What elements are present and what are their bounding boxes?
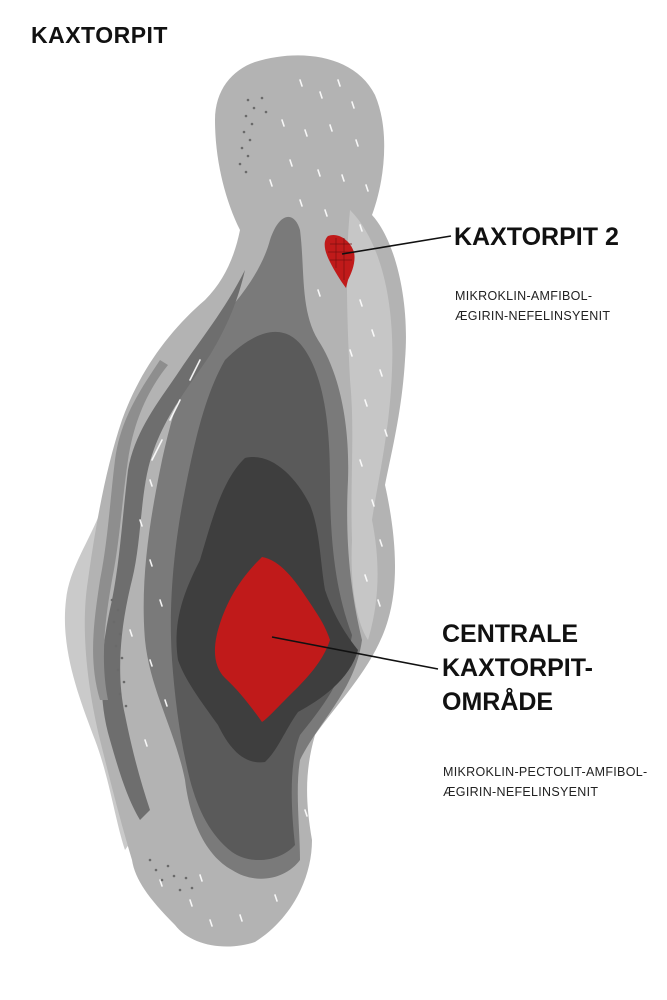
kaxtorpit2-leader-line: [341, 235, 452, 255]
kaxtorpit2-desc-line2: ÆGIRIN-NEFELINSYENIT: [455, 309, 611, 323]
left-dark-band: [101, 270, 245, 820]
central-title-line3: OMRÅDE: [442, 688, 554, 716]
dot-texture: [110, 96, 268, 892]
dash-texture: [129, 79, 388, 927]
right-light-band: [346, 210, 393, 640]
kaxtorpit2-label: KAXTORPIT 2: [454, 223, 619, 251]
kaxtorpit2-description: MIKROKLIN-AMFIBOL- ÆGIRIN-NEFELINSYENIT: [455, 286, 610, 326]
left-medium-band: [93, 360, 168, 700]
central-title-line2: KAXTORPIT-: [442, 654, 593, 682]
central-desc-line1: MIKROKLIN-PECTOLIT-AMFIBOL-: [443, 765, 648, 779]
central-area-label: CENTRALE KAXTORPIT- OMRÅDE: [442, 617, 593, 719]
kaxtorpit2-desc-line1: MIKROKLIN-AMFIBOL-: [455, 289, 593, 303]
central-kaxtorpit-body: [214, 557, 330, 722]
central-area-description: MIKROKLIN-PECTOLIT-AMFIBOL- ÆGIRIN-NEFEL…: [443, 762, 647, 802]
central-leader-line: [271, 636, 439, 670]
central-desc-line2: ÆGIRIN-NEFELINSYENIT: [443, 785, 599, 799]
central-title-line1: CENTRALE: [442, 620, 579, 648]
map-title: KAXTORPIT: [31, 22, 168, 48]
kaxtorpit2-body: [324, 234, 355, 288]
